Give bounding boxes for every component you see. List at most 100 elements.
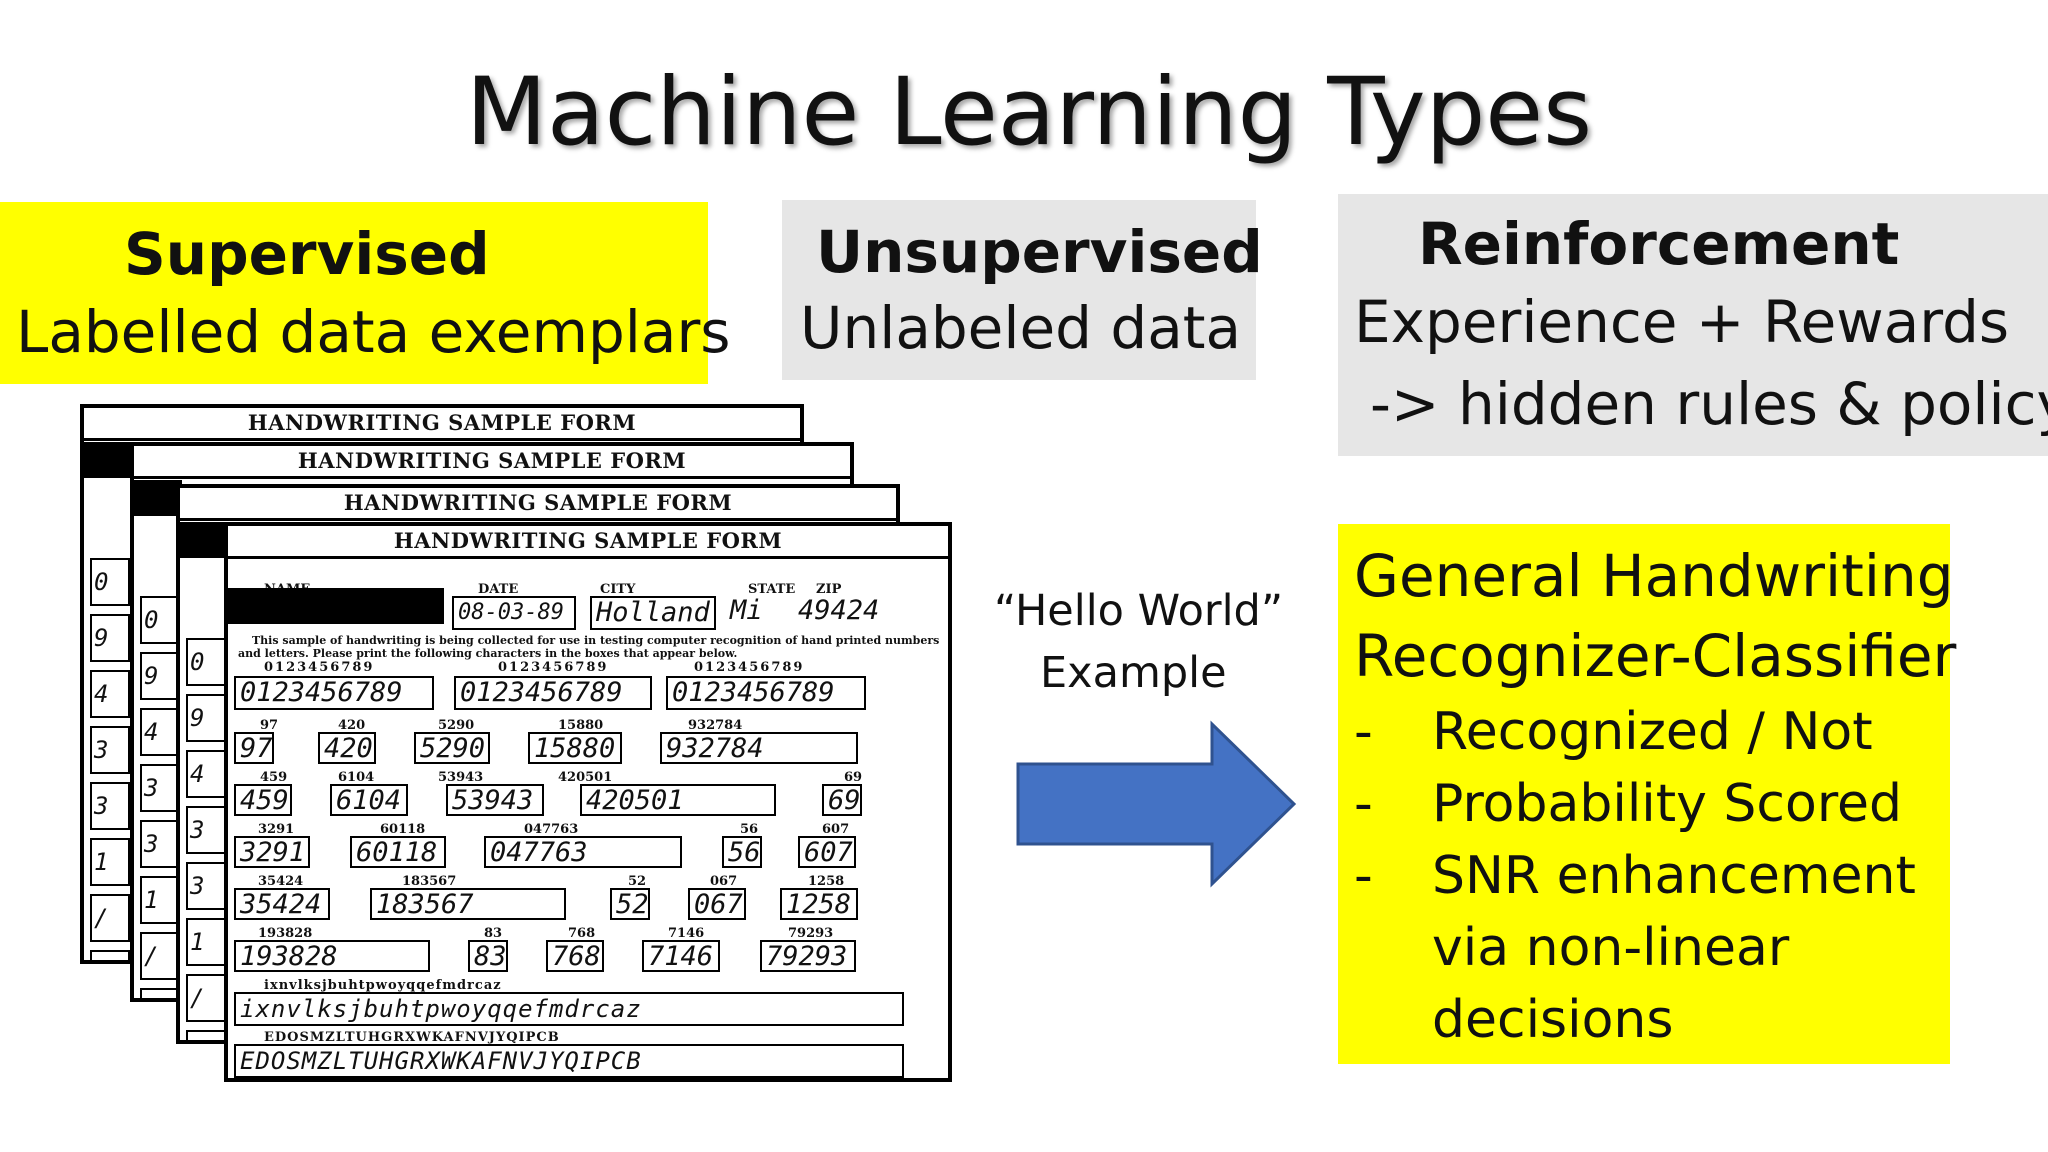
row1-field-4: 15880 [528, 732, 622, 764]
uppercase-label: EDOSMZLTUHGRXWKAFNVJYQIPCB [264, 1030, 560, 1045]
digits-label-3: 0123456789 [694, 660, 805, 675]
state-field: Mi [730, 596, 763, 626]
row5-field-2: 83 [468, 940, 508, 972]
row5-field-5: 79293 [760, 940, 856, 972]
supervised-text: Labelled data exemplars [16, 298, 731, 366]
uppercase-field: EDOSMZLTUHGRXWKAFNVJYQIPCB [234, 1044, 904, 1078]
row2-label-4: 420501 [558, 770, 613, 785]
row4-label-4: 067 [710, 874, 738, 889]
row3-label-4: 56 [740, 822, 759, 837]
bullet-snr-continuation-1: via non-linear [1432, 918, 1790, 978]
digits-label-1: 0123456789 [264, 660, 375, 675]
row4-label-5: 1258 [808, 874, 845, 889]
row2-field-1: 459 [234, 784, 292, 816]
bullet-dash-1: - [1354, 702, 1373, 762]
row1-field-2: 420 [318, 732, 376, 764]
reinforcement-line-1: Experience + Rewards [1354, 288, 2010, 356]
row2-label-3: 53943 [438, 770, 484, 785]
form-title: HANDWRITING SAMPLE FORM [84, 408, 800, 441]
bullet-recognized: Recognized / Not [1432, 702, 1873, 762]
row2-field-2: 6104 [330, 784, 408, 816]
row1-label-3: 5290 [438, 718, 475, 733]
row2-label-5: 69 [844, 770, 863, 785]
date-label: DATE [478, 582, 519, 597]
form-title: HANDWRITING SAMPLE FORM [180, 488, 896, 521]
row3-field-3: 047763 [484, 836, 682, 868]
lowercase-label: ixnvlksjbuhtpwoyqqefmdrcaz [264, 978, 502, 993]
classifier-box: General Handwriting Recognizer-Classifie… [1338, 524, 1956, 1064]
form-instructions-2: and letters. Please print the following … [238, 647, 738, 660]
redacted-name-block [180, 522, 228, 558]
bullet-probability: Probability Scored [1432, 774, 1903, 834]
state-label: STATE [748, 582, 796, 597]
handwriting-form-front: HANDWRITING SAMPLE FORM NAME DATE CITY S… [224, 522, 952, 1082]
digits-field-2: 0123456789 [454, 676, 652, 710]
row3-field-2: 60118 [350, 836, 446, 868]
unsupervised-heading: Unsupervised [816, 218, 1263, 286]
row5-label-4: 7146 [668, 926, 705, 941]
row2-label-1: 459 [260, 770, 288, 785]
zip-field: 49424 [798, 596, 880, 626]
zip-label: ZIP [816, 582, 842, 597]
row3-label-2: 60118 [380, 822, 426, 837]
row1-label-2: 420 [338, 718, 366, 733]
form-instructions-1: This sample of handwriting is being coll… [252, 634, 940, 647]
row4-label-2: 183567 [402, 874, 457, 889]
row3-field-1: 3291 [234, 836, 310, 868]
classifier-title-line-1: General Handwriting [1354, 542, 1954, 610]
bullet-snr: SNR enhancement [1432, 846, 1916, 906]
bullet-dash-3: - [1354, 846, 1373, 906]
row2-field-4: 420501 [580, 784, 776, 816]
reinforcement-line-2: -> hidden rules & policy [1370, 370, 2048, 438]
row4-field-2: 183567 [370, 888, 566, 920]
right-arrow-icon [1016, 720, 1297, 888]
row3-label-1: 3291 [258, 822, 295, 837]
classifier-title-line-2: Recognizer-Classifier [1354, 622, 1957, 690]
digits-field-3: 0123456789 [666, 676, 866, 710]
row2-label-2: 6104 [338, 770, 375, 785]
unsupervised-box: Unsupervised Unlabeled data [782, 200, 1263, 380]
reinforcement-box: Reinforcement Experience + Rewards -> hi… [1338, 194, 2048, 456]
unsupervised-text: Unlabeled data [800, 294, 1242, 362]
city-field: Holland [590, 596, 716, 630]
form-title: HANDWRITING SAMPLE FORM [228, 526, 948, 559]
row5-label-1: 193828 [258, 926, 313, 941]
row3-label-5: 607 [822, 822, 850, 837]
digits-field-1: 0123456789 [234, 676, 434, 710]
row1-field-3: 5290 [414, 732, 490, 764]
row1-field-5: 932784 [660, 732, 858, 764]
city-label: CITY [600, 582, 636, 597]
row5-label-5: 79293 [788, 926, 834, 941]
row1-label-1: 97 [260, 718, 279, 733]
row4-field-4: 067 [688, 888, 746, 920]
row3-field-4: 56 [722, 836, 762, 868]
supervised-box: Supervised Labelled data exemplars [0, 202, 731, 384]
row5-field-1: 193828 [234, 940, 430, 972]
row5-label-2: 83 [484, 926, 503, 941]
row5-label-3: 768 [568, 926, 596, 941]
row2-field-5: 69 [822, 784, 862, 816]
bullet-dash-2: - [1354, 774, 1373, 834]
row3-field-5: 607 [798, 836, 856, 868]
reinforcement-heading: Reinforcement [1418, 210, 1900, 278]
row5-field-4: 7146 [642, 940, 720, 972]
form-title: HANDWRITING SAMPLE FORM [134, 446, 850, 479]
slide-title: Machine Learning Types [465, 58, 1593, 167]
arrow-caption-line-1: “Hello World” [994, 586, 1284, 636]
redacted-name-block [134, 480, 182, 516]
row4-label-1: 35424 [258, 874, 304, 889]
row1-label-4: 15880 [558, 718, 604, 733]
bullet-snr-continuation-2: decisions [1432, 990, 1674, 1050]
row4-label-3: 52 [628, 874, 647, 889]
redacted-name-block [228, 588, 444, 624]
digits-label-2: 0123456789 [498, 660, 609, 675]
row4-field-1: 35424 [234, 888, 330, 920]
redacted-name-block [84, 442, 132, 478]
row2-field-3: 53943 [446, 784, 544, 816]
date-field: 08-03-89 [452, 596, 576, 630]
row5-field-3: 768 [546, 940, 604, 972]
row4-field-5: 1258 [780, 888, 858, 920]
